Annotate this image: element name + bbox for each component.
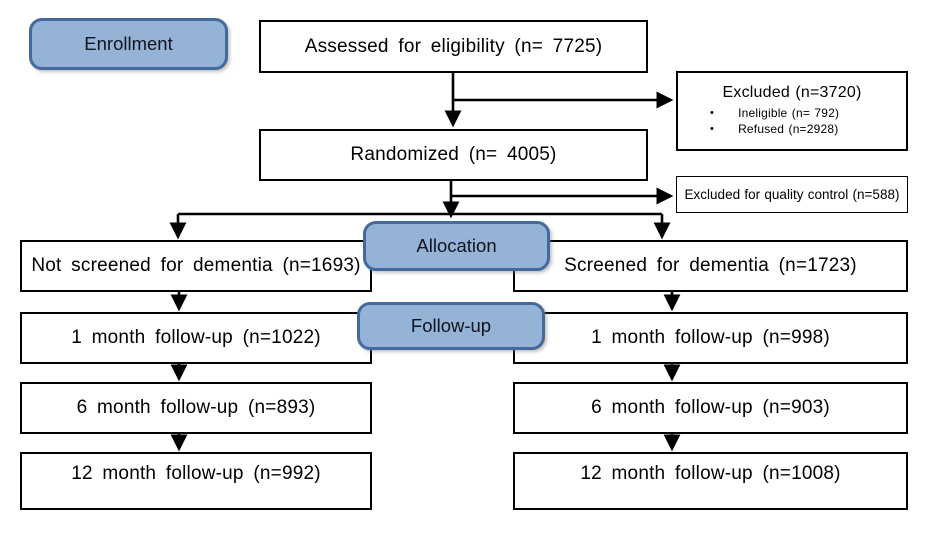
left-12-month-followup-box: 12 month follow-up (n=992) [20, 452, 372, 510]
enrollment-stage-label: Enrollment [84, 33, 173, 54]
left-12-month-followup-label: 12 month follow-up (n=992) [71, 463, 321, 484]
randomized-label: Randomized (n= 4005) [350, 144, 557, 165]
bullet-icon: • [710, 122, 715, 135]
enrollment-stage-badge: Enrollment [29, 18, 228, 70]
right-6-month-followup-box: 6 month follow-up (n=903) [513, 382, 908, 434]
right-1-month-followup-box: 1 month follow-up (n=998) [513, 312, 908, 364]
quality-control-excluded-box: Excluded for quality control (n=588) [676, 176, 908, 213]
excluded-box: Excluded (n=3720) • Ineligible (n= 792) … [676, 71, 908, 151]
screened-arm-box: Screened for dementia (n=1723) [513, 240, 908, 292]
allocation-stage-badge: Allocation [363, 221, 550, 271]
not-screened-arm-label: Not screened for dementia (n=1693) [31, 255, 361, 276]
bullet-icon: • [710, 106, 715, 119]
randomized-box: Randomized (n= 4005) [259, 129, 648, 181]
assessed-for-eligibility-box: Assessed for eligibility (n= 7725) [259, 20, 648, 73]
excluded-item-ineligible: • Ineligible (n= 792) [678, 105, 906, 121]
excluded-item-ineligible-label: Ineligible (n= 792) [738, 105, 840, 120]
right-1-month-followup-label: 1 month follow-up (n=998) [591, 327, 830, 348]
allocation-stage-label: Allocation [416, 235, 497, 256]
right-6-month-followup-label: 6 month follow-up (n=903) [591, 397, 830, 418]
left-1-month-followup-label: 1 month follow-up (n=1022) [71, 327, 321, 348]
right-12-month-followup-box: 12 month follow-up (n=1008) [513, 452, 908, 510]
excluded-title: Excluded (n=3720) [722, 83, 862, 101]
left-6-month-followup-label: 6 month follow-up (n=893) [76, 397, 316, 418]
excluded-item-refused: • Refused (n=2928) [678, 121, 906, 137]
quality-control-excluded-label: Excluded for quality control (n=588) [684, 187, 900, 202]
followup-stage-badge: Follow-up [357, 302, 545, 350]
right-12-month-followup-label: 12 month follow-up (n=1008) [580, 463, 841, 484]
screened-arm-label: Screened for dementia (n=1723) [564, 255, 857, 276]
assessed-for-eligibility-label: Assessed for eligibility (n= 7725) [304, 35, 603, 57]
left-6-month-followup-box: 6 month follow-up (n=893) [20, 382, 372, 434]
left-1-month-followup-box: 1 month follow-up (n=1022) [20, 312, 372, 364]
followup-stage-label: Follow-up [410, 315, 492, 336]
not-screened-arm-box: Not screened for dementia (n=1693) [20, 240, 372, 292]
excluded-item-refused-label: Refused (n=2928) [738, 121, 839, 136]
